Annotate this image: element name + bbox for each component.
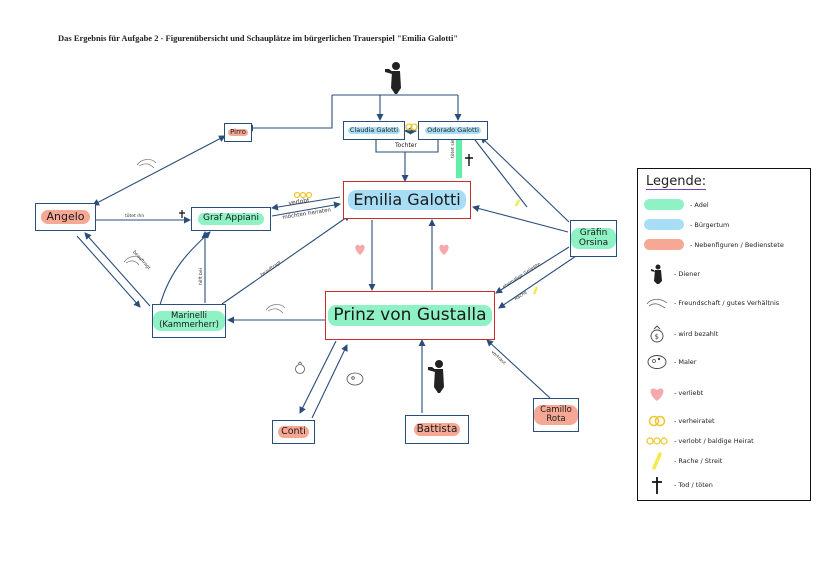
legend-item-verliebt: - verliebt [644,383,703,403]
palette-icon [346,372,364,386]
buergertum-swatch [644,219,684,230]
legend-item-verlobt: - verlobt / baldige Heirat [644,431,754,451]
node-claudia[interactable]: Claudia Galotti [343,121,405,140]
legend-text: - Diener [674,270,701,278]
legend-text: - Adel [690,200,709,209]
adel-swatch [644,199,684,210]
node-battista-label: Battista [413,422,461,437]
node-prinz[interactable]: Prinz von Gustalla [325,291,495,340]
legend-item-nebenfiguren: - Nebenfiguren / Bedienstete [644,239,784,250]
legend-text: - verlobt / baldige Heirat [674,437,754,445]
engaged-icon [644,431,670,451]
cross-icon [179,210,185,218]
engaged-icon [293,191,313,199]
nebenfiguren-swatch [644,239,684,250]
node-camillo[interactable]: Camillo Rota [533,398,579,432]
servant-figure-icon [428,360,444,393]
legend-item-rache: - Rache / Streit [644,451,722,471]
palette-icon [644,352,670,372]
legend-item-maler: - Maler [644,352,696,372]
servant-figure-icon [385,62,401,94]
legend-item-adel: - Adel [644,199,709,210]
legend-text: - Maler [674,358,697,366]
legend-item-tod: - Tod / töten [644,475,713,495]
legend-item-verheiratet: - verheiratet [644,411,715,431]
legend-text: - Tod / töten [674,481,713,489]
node-conti[interactable]: Conti [272,420,315,444]
node-orsina[interactable]: Gräfin Orsina [570,220,617,257]
edge-label-hilft-bei: hilft bei [199,268,204,285]
lightning-icon [532,286,539,295]
money-bag-icon [295,361,305,374]
node-tochter: Tochter [376,140,436,152]
cross-icon [644,475,670,495]
node-marinelli[interactable]: Marinelli (Kammerherr) [152,304,226,338]
legend-text: - Rache / Streit [674,457,723,465]
legend-text: - Freundschaft / gutes Verhältnis [674,299,780,307]
legend-title: Legende: [646,174,707,190]
legend-item-diener: - Diener [644,264,700,284]
cross-icon [465,154,473,166]
legend-text: - wird bezahlt [674,330,719,338]
handshake-icon [644,293,670,313]
edge-label-toetet-sie: tötet sie [451,139,456,158]
node-appiani[interactable]: Graf Appiani [191,207,271,231]
tochter-label: Tochter [395,141,417,149]
heart-icon [355,244,365,255]
node-appiani-label: Graf Appiani [197,213,265,225]
heart-icon [644,383,670,403]
svg-text:$: $ [655,333,659,341]
page-title: Das Ergebnis für Aufgabe 2 - Figurenüber… [58,33,459,43]
node-pirro[interactable]: Pirro [224,123,252,142]
node-emilia[interactable]: Emilia Galotti [343,181,471,219]
edge-label-toetet-ihn: tötet ihn [125,214,145,219]
legend: Legende: - Adel - Bürgertum - Nebenfigur… [637,168,811,501]
handshake-icon [265,304,286,314]
node-emilia-label: Emilia Galotti [348,190,466,210]
legend-item-buergertum: - Bürgertum [644,219,729,230]
lightning-icon [644,451,670,471]
node-orsina-label: Gräfin Orsina [571,227,616,250]
node-claudia-label: Claudia Galotti [347,125,401,135]
heart-icon [439,244,449,255]
rings-icon [644,411,670,431]
node-odoardo-label: Odorado Galotti [425,125,481,135]
node-camillo-label: Camillo Rota [534,404,578,426]
money-bag-icon: $ [644,324,670,344]
rings-icon [405,123,418,131]
node-prinz-label: Prinz von Gustalla [328,305,492,326]
node-marinelli-label: Marinelli (Kammerherr) [153,310,225,332]
handshake-icon [123,256,142,266]
handshake-icon [136,159,157,169]
legend-text: - Nebenfiguren / Bedienstete [690,240,784,249]
legend-text: - verliebt [674,389,704,397]
legend-text: - verheiratet [674,417,715,425]
node-angelo[interactable]: Angelo [35,203,96,231]
legend-item-freundschaft: - Freundschaft / gutes Verhältnis [644,293,792,313]
legend-text: - Bürgertum [690,220,730,229]
node-odoardo[interactable]: Odorado Galotti [418,121,488,140]
servant-icon [644,264,670,284]
node-battista[interactable]: Battista [405,415,469,444]
lightning-icon [514,199,521,207]
legend-item-bezahlt: $ - wird bezahlt [644,324,718,344]
node-pirro-label: Pirro [228,127,248,137]
node-conti-label: Conti [278,425,309,439]
node-angelo-label: Angelo [41,209,90,225]
